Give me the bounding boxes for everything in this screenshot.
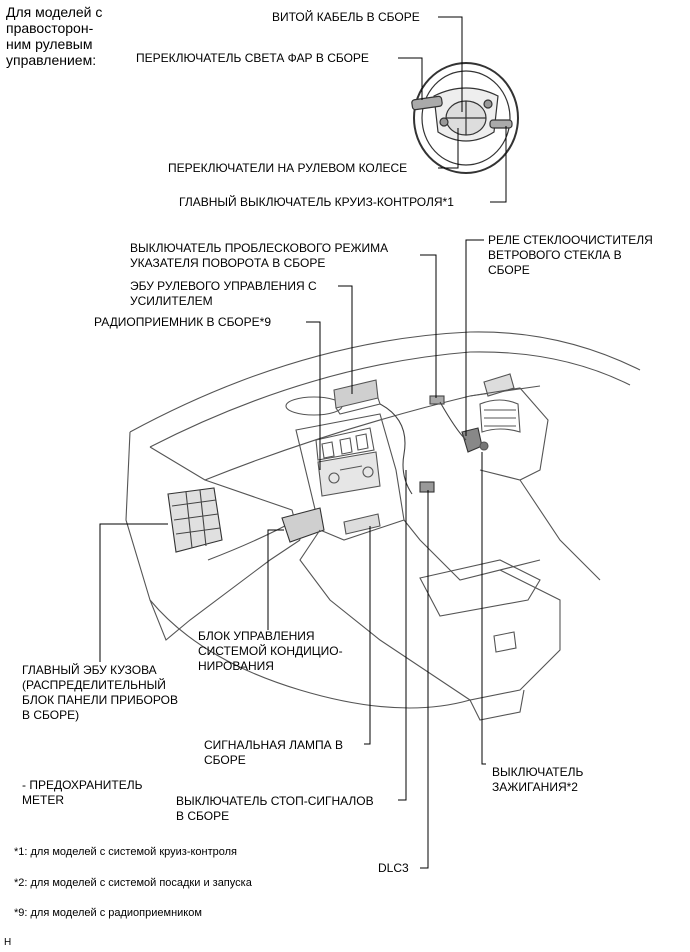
label-signal-lamp: СИГНАЛЬНАЯ ЛАМПА В СБОРЕ xyxy=(204,738,343,768)
label-line: ВЫКЛЮЧАТЕЛЬ СТОП-СИГНАЛОВ xyxy=(176,794,374,808)
label-line: В СБОРЕ) xyxy=(22,708,80,722)
label-hazard-switch: ВЫКЛЮЧАТЕЛЬ ПРОБЛЕСКОВОГО РЕЖИМА УКАЗАТЕ… xyxy=(130,241,388,271)
label-line: В СБОРЕ xyxy=(176,809,230,823)
label-eps-ecu: ЭБУ РУЛЕВОГО УПРАВЛЕНИЯ С УСИЛИТЕЛЕМ xyxy=(130,279,317,309)
label-wiper-relay: РЕЛЕ СТЕКЛООЧИСТИТЕЛЯ ВЕТРОВОГО СТЕКЛА В… xyxy=(488,233,653,278)
label-ac-unit: БЛОК УПРАВЛЕНИЯ СИСТЕМОЙ КОНДИЦИО- НИРОВ… xyxy=(198,629,343,674)
label-line: - ПРЕДОХРАНИТЕЛЬ xyxy=(22,778,143,792)
label-headlight-switch: ПЕРЕКЛЮЧАТЕЛЬ СВЕТА ФАР В СБОРЕ xyxy=(136,51,369,65)
label-line: (РАСПРЕДЕЛИТЕЛЬНЫЙ xyxy=(22,678,166,692)
label-line: СБОРЕ xyxy=(204,753,246,767)
label-main-body-ecu: ГЛАВНЫЙ ЭБУ КУЗОВА (РАСПРЕДЕЛИТЕЛЬНЫЙ БЛ… xyxy=(22,663,178,723)
label-line: ЭБУ РУЛЕВОГО УПРАВЛЕНИЯ С xyxy=(130,279,317,293)
label-line: НИРОВАНИЯ xyxy=(198,659,274,673)
label-radio-receiver: РАДИОПРИЕМНИК В СБОРЕ*9 xyxy=(94,315,271,329)
footnote-2: *2: для моделей с системой посадки и зап… xyxy=(14,877,252,889)
intro-line: управлением: xyxy=(6,52,97,68)
label-steering-pad-switches: ПЕРЕКЛЮЧАТЕЛИ НА РУЛЕВОМ КОЛЕСЕ xyxy=(168,161,408,175)
label-line: РЕЛЕ СТЕКЛООЧИСТИТЕЛЯ xyxy=(488,233,653,247)
footnote-9: *9: для моделей с радиоприемником xyxy=(14,907,202,919)
label-line: СИСТЕМОЙ КОНДИЦИО- xyxy=(198,644,343,658)
label-line: ВЫКЛЮЧАТЕЛЬ ПРОБЛЕСКОВОГО РЕЖИМА xyxy=(130,241,389,255)
label-line: УСИЛИТЕЛЕМ xyxy=(130,294,213,308)
label-line: СБОРЕ xyxy=(488,263,530,277)
intro-line: Для моделей с xyxy=(6,4,103,20)
label-line: METER xyxy=(22,793,64,807)
label-line: БЛОК УПРАВЛЕНИЯ xyxy=(198,629,315,643)
label-ignition-switch: ВЫКЛЮЧАТЕЛЬ ЗАЖИГАНИЯ*2 xyxy=(492,765,583,795)
label-line: СИГНАЛЬНАЯ ЛАМПА В xyxy=(204,738,343,752)
label-line: ВЫКЛЮЧАТЕЛЬ xyxy=(492,765,584,779)
footnote-1: *1: для моделей с системой круиз-контрол… xyxy=(14,846,238,858)
intro-line: ним рулевым xyxy=(6,36,93,52)
label-dlc3: DLC3 xyxy=(378,861,409,875)
label-line: УКАЗАТЕЛЯ ПОВОРОТА В СБОРЕ xyxy=(130,256,326,270)
label-line: ГЛАВНЫЙ ЭБУ КУЗОВА xyxy=(22,663,157,677)
intro-line: правосторон- xyxy=(6,20,94,36)
label-line: БЛОК ПАНЕЛИ ПРИБОРОВ xyxy=(22,693,178,707)
leader-lines xyxy=(99,16,507,869)
label-fuse-meter: - ПРЕДОХРАНИТЕЛЬ METER xyxy=(22,778,142,808)
steering-wheel-drawing xyxy=(411,62,519,174)
label-cruise-main-switch: ГЛАВНЫЙ ВЫКЛЮЧАТЕЛЬ КРУИЗ-КОНТРОЛЯ*1 xyxy=(179,195,454,209)
label-spiral-cable: ВИТОЙ КАБЕЛЬ В СБОРЕ xyxy=(272,10,420,24)
label-stop-lamp-switch: ВЫКЛЮЧАТЕЛЬ СТОП-СИГНАЛОВ В СБОРЕ xyxy=(176,794,374,824)
label-line: ЗАЖИГАНИЯ*2 xyxy=(492,780,578,794)
corner-mark: H xyxy=(4,937,12,948)
label-line: ВЕТРОВОГО СТЕКЛА В xyxy=(488,248,622,262)
intro-text: Для моделей с правосторон- ним рулевым у… xyxy=(6,4,146,68)
